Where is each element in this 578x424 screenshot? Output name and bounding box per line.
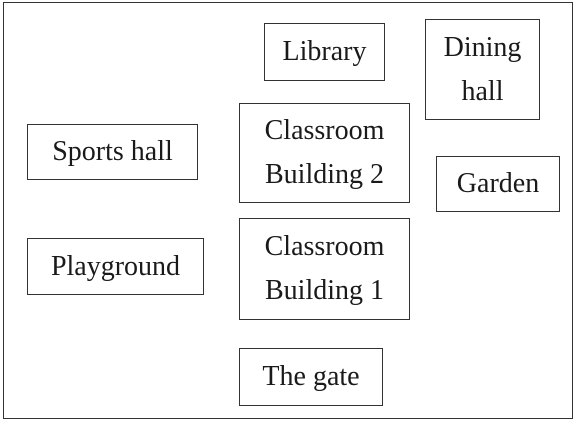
classroom-building-2-label-line-1: Classroom (264, 115, 385, 146)
sports-hall-label: Sports hall (52, 136, 173, 167)
classroom-building-1-label-line-2: Building 1 (264, 275, 384, 306)
dining-hall-label-line-1: Dining (443, 31, 522, 63)
playground-label: Playground (50, 250, 181, 282)
dining-hall-label-line-2: hall (461, 75, 504, 107)
garden-box: Garden (436, 156, 560, 212)
the-gate-label: The gate (262, 361, 360, 392)
garden-label: Garden (456, 168, 540, 199)
playground-box: Playground (27, 238, 204, 295)
classroom-building-1-box: Classroom Building 1 (239, 218, 410, 320)
classroom-building-1-label-line-1: Classroom (264, 231, 385, 262)
the-gate-box: The gate (239, 348, 383, 406)
classroom-building-2-box: Classroom Building 2 (239, 103, 410, 203)
classroom-building-2-label-line-2: Building 2 (264, 159, 384, 190)
dining-hall-box: Dining hall (425, 19, 540, 120)
sports-hall-box: Sports hall (27, 124, 198, 180)
map-border (3, 2, 573, 419)
library-label: Library (282, 36, 367, 67)
library-box: Library (264, 23, 385, 81)
